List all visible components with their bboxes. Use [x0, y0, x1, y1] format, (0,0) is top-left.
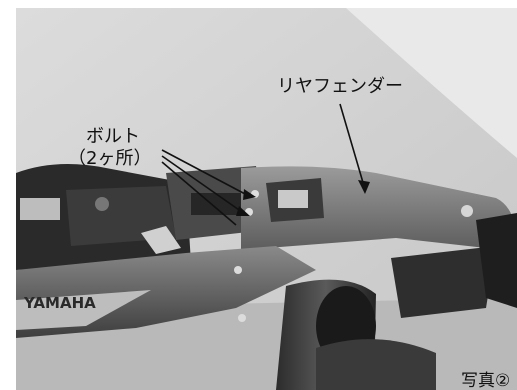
panel-bolt-2 [238, 314, 246, 322]
swingarm-shadow [316, 339, 436, 390]
rear-shroud [391, 246, 496, 318]
background-light-area [346, 8, 517, 158]
fuse-box [191, 193, 246, 215]
motorcycle-rear-photo: YAMAHA [16, 8, 517, 390]
bolt-label: ボルト [86, 126, 140, 147]
bracket [141, 226, 181, 254]
yamaha-logo-text: YAMAHA [23, 294, 96, 312]
rear-fender-label: リヤフェンダー [277, 76, 403, 97]
tuning-fork-emblem [461, 205, 473, 217]
panel-bolt-1 [234, 266, 242, 274]
frame-sticker [20, 198, 60, 220]
motorcycle-illustration: YAMAHA [16, 8, 517, 390]
frame-bolt [95, 197, 109, 211]
fender-bolt-1 [251, 190, 259, 198]
side-panel-decal [16, 290, 151, 330]
fender-bolt-2 [245, 208, 253, 216]
photo-number: 写真② [461, 371, 511, 390]
caution-label [278, 190, 308, 208]
bolt-count-label: （2ヶ所） [68, 148, 152, 169]
rear-tire [476, 213, 517, 308]
